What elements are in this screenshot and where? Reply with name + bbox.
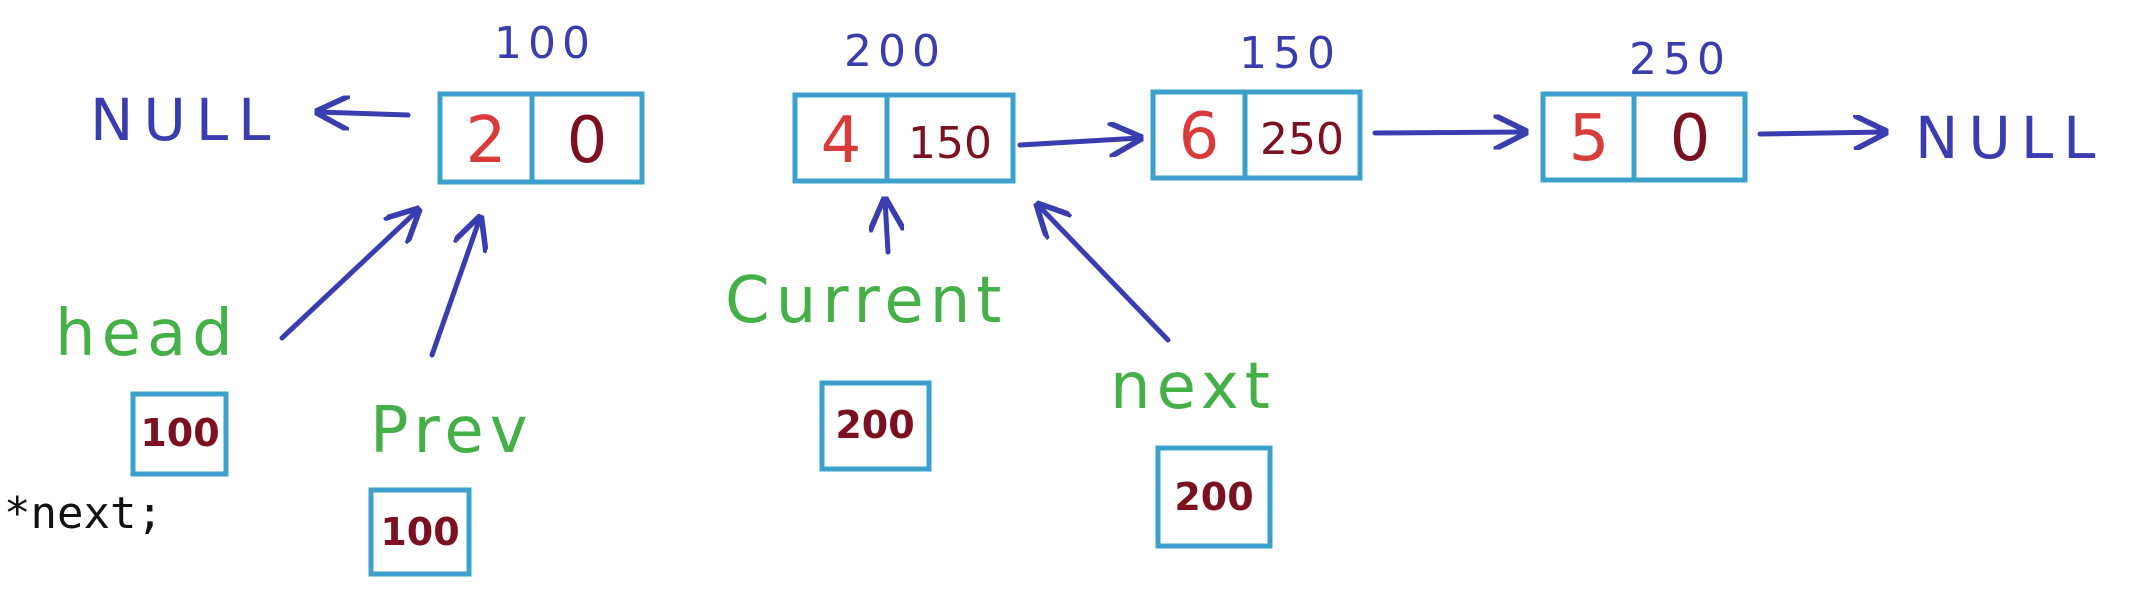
node-1-address: 100 [494, 18, 596, 69]
node-4-next: 0 [1670, 102, 1711, 176]
node-1-box [437, 91, 645, 185]
node-3-data: 6 [1179, 100, 1220, 174]
head-value-box: 100 [130, 391, 229, 477]
node-4-address: 250 [1629, 34, 1731, 85]
link-arrow-node4-to-null [1757, 132, 1885, 134]
prev-pointer-arrow [429, 218, 480, 358]
current-value: 200 [835, 403, 914, 447]
prev-value-box: 100 [368, 487, 472, 577]
head-value: 100 [140, 411, 219, 455]
null-left-label: NULL [90, 86, 280, 154]
prev-value: 100 [380, 510, 459, 554]
node-3: 150 6 250 [1150, 28, 1363, 181]
current-label: Current [725, 264, 1007, 338]
node-2-address: 200 [844, 26, 946, 77]
node-1-next: 0 [567, 104, 608, 178]
link-arrow-node3-to-node4 [1372, 132, 1525, 133]
node-4-data: 5 [1569, 102, 1610, 176]
link-arrow-node2-to-node3 [1017, 138, 1140, 145]
node-4-box [1540, 91, 1748, 183]
null-right-label: NULL [1915, 104, 2105, 172]
node-2-data: 4 [821, 104, 862, 178]
head-pointer-arrow [279, 210, 418, 341]
node-1: 100 2 0 [437, 18, 645, 185]
next-value: 200 [1174, 475, 1253, 519]
head-label: head [55, 297, 239, 371]
node-2: 200 4 150 [792, 26, 1016, 184]
node-3-next: 250 [1260, 114, 1344, 165]
code-fragment: *next; [4, 488, 163, 539]
next-value-box: 200 [1155, 445, 1273, 549]
prev-link-arrow-to-null [318, 112, 411, 115]
prev-label: Prev [370, 394, 534, 468]
node-2-next: 150 [908, 118, 992, 169]
current-pointer-arrow [885, 200, 888, 255]
node-4: 250 5 0 [1540, 34, 1748, 183]
node-3-box [1150, 89, 1363, 181]
node-1-data: 2 [466, 104, 507, 178]
next-label: next [1110, 350, 1276, 424]
node-2-box [792, 92, 1016, 184]
node-3-address: 150 [1239, 28, 1341, 79]
next-pointer-arrow [1038, 205, 1171, 343]
current-value-box: 200 [819, 380, 932, 472]
